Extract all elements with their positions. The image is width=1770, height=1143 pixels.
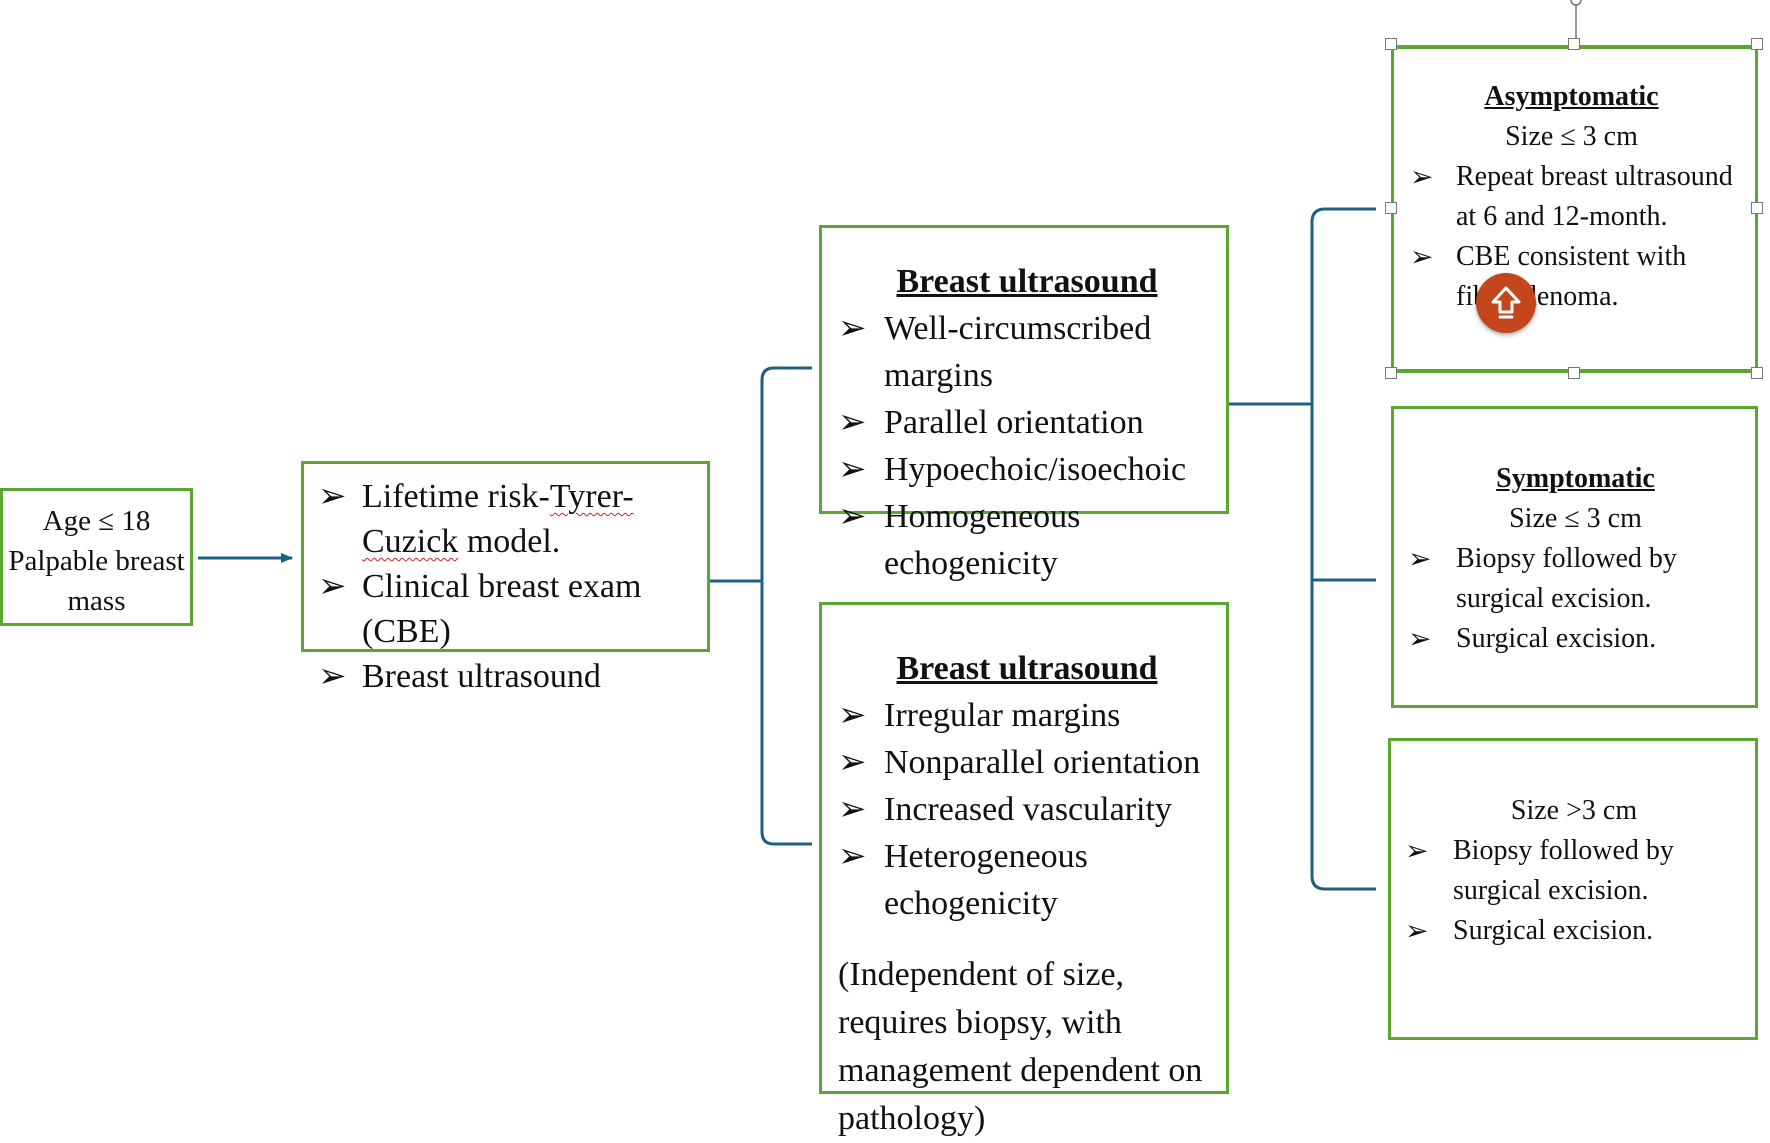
floating-action-button[interactable] [1476,273,1536,333]
benign-feature-text: Hypoechoic/isoechoic [884,451,1187,488]
arrow-bullet-icon: ➢ [318,656,347,696]
arrow-bullet-icon: ➢ [838,742,867,782]
arrow-bullet-icon: ➢ [1408,542,1432,575]
suspicious-feature-text: Increased vascularity [884,791,1172,828]
arrow-bullet-icon: ➢ [1405,914,1429,947]
arrow-bullet-icon: ➢ [318,566,347,606]
resize-handle-bottom-right[interactable] [1751,367,1763,379]
resize-handle-top-right[interactable] [1751,38,1763,50]
arrow-bullet-icon: ➢ [1410,160,1434,193]
initial-assessment-box: ➢ Lifetime risk-Tyrer-Cuzick model. ➢ Cl… [301,461,710,696]
symptomatic-size: Size ≤ 3 cm [1509,503,1642,534]
large-mass-item-text: Biopsy followed by surgical excision. [1453,835,1674,906]
list-item: ➢ Biopsy followed by surgical excision. [1408,539,1743,619]
resize-handle-left[interactable] [1385,202,1397,214]
assessment-item-2-text: Clinical breast exam (CBE) [362,568,642,650]
pathology-note: (Independent of size, requires biopsy, w… [838,956,1203,1137]
list-item: ➢ Biopsy followed by surgical excision. [1405,831,1743,911]
symptomatic-item-text: Surgical excision. [1456,623,1657,654]
resize-handle-bottom-left[interactable] [1385,367,1397,379]
rotate-handle-icon[interactable] [1570,0,1590,40]
suspicious-feature-text: Irregular margins [884,697,1121,734]
large-mass-box: Size >3 cm ➢ Biopsy followed by surgical … [1388,738,1758,1040]
list-item: ➢ Heterogeneous echogenicity [838,833,1216,927]
bracket-outcomes [1226,207,1376,891]
suspicious-ultrasound-box: Breast ultrasound ➢ Irregular margins ➢ No… [819,602,1229,1137]
resize-handle-bottom[interactable] [1568,367,1580,379]
arrow-bullet-icon: ➢ [838,449,867,489]
list-item: ➢ Breast ultrasound [318,654,693,699]
age-palpable-mass-box: Age ≤ 18 Palpable breast mass [0,488,193,626]
list-item: ➢ Parallel orientation [838,399,1216,446]
start-line-2: Palpable breast [8,545,185,577]
benign-feature-text: Parallel orientation [884,404,1144,441]
asymptomatic-size: Size ≤ 3 cm [1505,121,1638,152]
arrow-bullet-icon: ➢ [1408,622,1432,655]
list-item: ➢ Hypoechoic/isoechoic [838,446,1216,493]
list-item: ➢ Repeat breast ultrasound at 6 and 12-mo… [1410,157,1733,237]
list-item: ➢ Surgical excision. [1408,619,1743,659]
suspicious-feature-text: Heterogeneous echogenicity [884,838,1088,922]
suspicious-feature-text: Nonparallel orientation [884,744,1201,781]
benign-feature-text: Well-circumscribed margins [884,310,1152,394]
arrow-bullet-icon: ➢ [838,695,867,735]
resize-handle-top[interactable] [1568,38,1580,50]
list-item: ➢ Irregular margins [838,692,1216,739]
list-item: ➢ Clinical breast exam (CBE) [318,564,693,654]
asymptomatic-box[interactable]: Asymptomatic Size ≤ 3 cm ➢ Repeat breast … [1391,45,1758,373]
symptomatic-item-text: Biopsy followed by surgical excision. [1456,543,1677,614]
arrow-bullet-icon: ➢ [838,496,867,536]
asymptomatic-title: Asymptomatic [1484,81,1659,112]
list-item: ➢ Increased vascularity [838,786,1216,833]
arrow-bullet-icon: ➢ [1410,240,1434,273]
connector-lines [198,207,1376,891]
list-item: ➢ CBE consistent with fibroadenoma. [1410,237,1733,317]
benign-feature-text: Homogeneous echogenicity [884,498,1081,582]
spellcheck-flagged-text: Tyrer-Cuzick [362,478,634,560]
bracket-ultrasound [709,366,812,846]
start-line-1: Age ≤ 18 [42,505,151,537]
list-item: ➢ Lifetime risk-Tyrer-Cuzick model. [318,474,693,564]
benign-ultrasound-box: Breast ultrasound ➢ Well-circumscribed ma… [819,225,1229,582]
list-item: ➢ Nonparallel orientation [838,739,1216,786]
arrow-bullet-icon: ➢ [838,836,867,876]
resize-handle-top-left[interactable] [1385,38,1397,50]
large-mass-item-text: Surgical excision. [1453,915,1654,946]
resize-handle-right[interactable] [1751,202,1763,214]
home-up-icon [1491,286,1521,319]
start-line-3: mass [67,585,126,617]
assessment-item-3-text: Breast ultrasound [362,658,601,695]
asymptomatic-item-text: Repeat breast ultrasound at 6 and 12-mon… [1456,161,1733,232]
list-item: ➢ Well-circumscribed margins [838,305,1216,399]
arrow-bullet-icon: ➢ [318,476,347,516]
list-item: ➢ Homogeneous echogenicity [838,493,1216,587]
arrow-bullet-icon: ➢ [1405,834,1429,867]
asymptomatic-item-text: CBE consistent with fibroadenoma. [1456,241,1687,312]
suspicious-ultrasound-title: Breast ultrasound [896,650,1158,687]
list-item: ➢ Surgical excision. [1405,911,1743,951]
symptomatic-title: Symptomatic [1496,463,1655,494]
symptomatic-box: Symptomatic Size ≤ 3 cm ➢ Biopsy followed… [1391,406,1758,708]
assessment-item-1-text: Lifetime risk- [362,478,550,515]
arrow-bullet-icon: ➢ [838,402,867,442]
large-mass-size: Size >3 cm [1510,795,1638,826]
assessment-item-1-text-end: model. [458,523,561,560]
arrow-bullet-icon: ➢ [838,308,867,348]
arrow-bullet-icon: ➢ [838,789,867,829]
benign-ultrasound-title: Breast ultrasound [896,263,1158,300]
